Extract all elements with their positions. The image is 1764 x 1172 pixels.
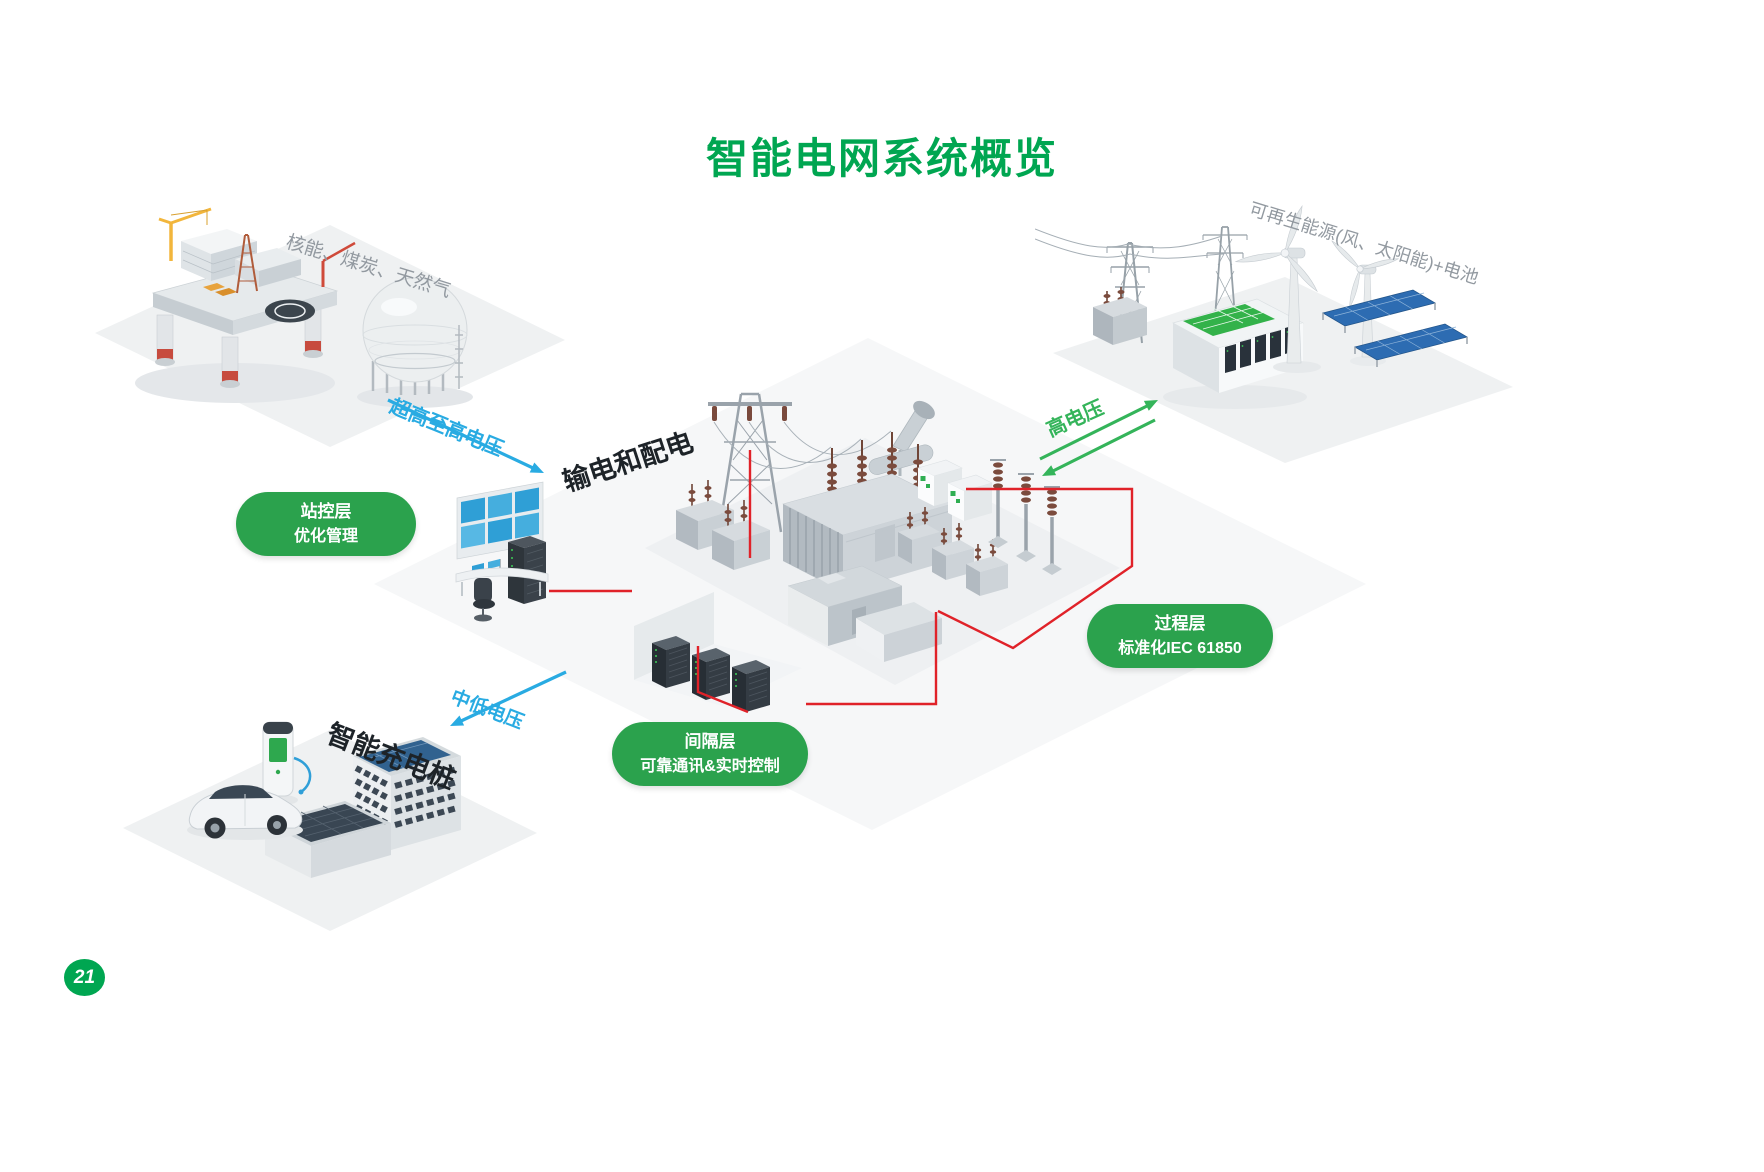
substation-box [1093,287,1147,345]
illustration-control-station [450,478,560,623]
badge-line-1: 过程层 [1154,614,1206,634]
badge-station-control-level: 站控层 优化管理 [236,492,416,556]
badge-process-level: 过程层 标准化IEC 61850 [1087,604,1273,668]
badge-line-2: 标准化IEC 61850 [1118,639,1242,657]
surge-horn [892,400,935,476]
small-transformers-left [676,480,770,570]
lattice-mast [708,392,892,533]
illustration-renewable-energy [1035,195,1605,465]
solar-panels [1321,289,1469,367]
operator-desk [455,559,549,596]
electric-car [187,785,303,840]
gas-storage-sphere [357,277,473,408]
oil-platform [135,207,356,403]
page-title: 智能电网系统概览 [705,135,1058,183]
badge-line-1: 站控层 [300,502,352,522]
badge-line-1: 间隔层 [684,732,736,752]
page-number-badge: 21 [64,959,105,996]
battery-storage [1163,298,1307,409]
badge-line-2: 可靠通讯&实时控制 [640,757,780,775]
badge-line-2: 优化管理 [293,527,358,545]
illustration-fossil-generation [85,165,585,455]
operator-chair [473,578,495,622]
badge-bay-level: 间隔层 可靠通讯&实时控制 [612,722,808,786]
illustration-smart-charging [105,688,545,933]
illustration-server-room [622,592,812,717]
transmission-towers [1035,226,1248,344]
